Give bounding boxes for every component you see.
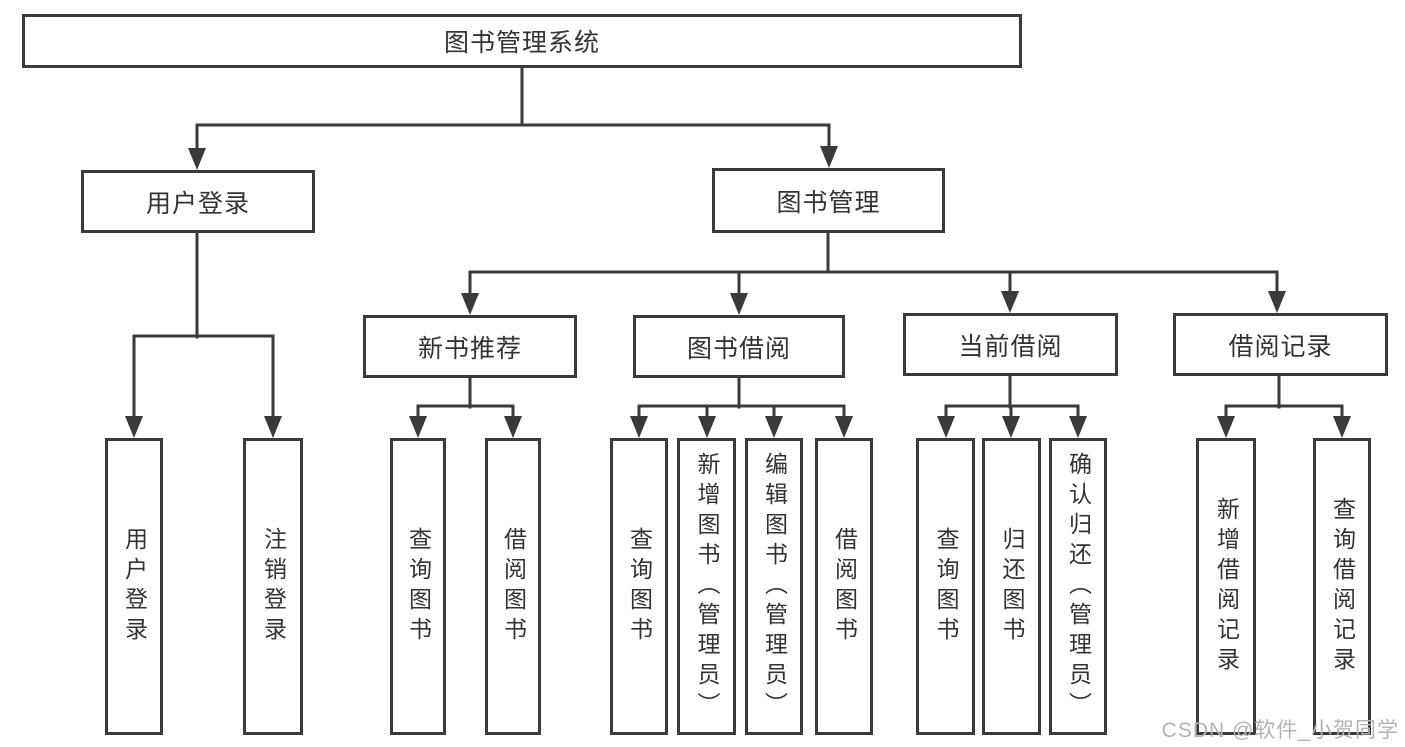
leaf-add-borrow-record: 新增借阅记录	[1196, 438, 1256, 735]
leaf-query-books-borrow: 查询图书	[610, 438, 668, 735]
arrow-down-icon	[125, 334, 143, 438]
arrow-down-icon	[504, 404, 522, 438]
arrow-down-icon	[820, 123, 838, 168]
leaf-logout: 注销登录	[243, 438, 303, 735]
arrow-down-icon	[1002, 404, 1020, 438]
leaf-query-books-recommend: 查询图书	[390, 438, 446, 735]
node-user-login: 用户登录	[81, 170, 315, 233]
arrow-down-icon	[1001, 270, 1019, 313]
node-root-system: 图书管理系统	[22, 14, 1022, 68]
arrow-down-icon	[461, 270, 479, 315]
leaf-borrow-books-recommend: 借阅图书	[485, 438, 541, 735]
arrow-down-icon	[937, 404, 955, 438]
leaf-confirm-return-admin: 确认归还（管理员）	[1049, 438, 1107, 735]
arrow-down-icon	[264, 334, 282, 438]
arrow-down-icon	[1268, 270, 1286, 313]
leaf-query-borrow-record: 查询借阅记录	[1313, 438, 1371, 735]
leaf-query-books-current: 查询图书	[916, 438, 975, 735]
arrow-down-icon	[630, 404, 648, 438]
arrow-down-icon	[1333, 404, 1351, 438]
arrow-down-icon	[765, 404, 783, 438]
arrow-down-icon	[730, 270, 748, 315]
arrow-down-icon	[1069, 404, 1087, 438]
node-book-management: 图书管理	[712, 168, 945, 233]
arrow-down-icon	[698, 404, 716, 438]
node-book-borrow: 图书借阅	[633, 315, 845, 378]
node-current-borrow: 当前借阅	[903, 313, 1118, 376]
leaf-add-book-admin: 新增图书（管理员）	[677, 438, 736, 735]
leaf-return-books: 归还图书	[982, 438, 1041, 735]
watermark: CSDN @软件_小贺同学	[1161, 719, 1399, 742]
leaf-edit-book-admin: 编辑图书（管理员）	[745, 438, 803, 735]
node-new-book-recommend: 新书推荐	[363, 315, 577, 378]
arrow-down-icon	[188, 123, 206, 170]
arrow-down-icon	[835, 404, 853, 438]
leaf-user-login: 用户登录	[105, 438, 163, 735]
node-borrow-records: 借阅记录	[1173, 313, 1388, 376]
arrow-down-icon	[409, 404, 427, 438]
leaf-borrow-books: 借阅图书	[815, 438, 873, 735]
arrow-down-icon	[1217, 404, 1235, 438]
